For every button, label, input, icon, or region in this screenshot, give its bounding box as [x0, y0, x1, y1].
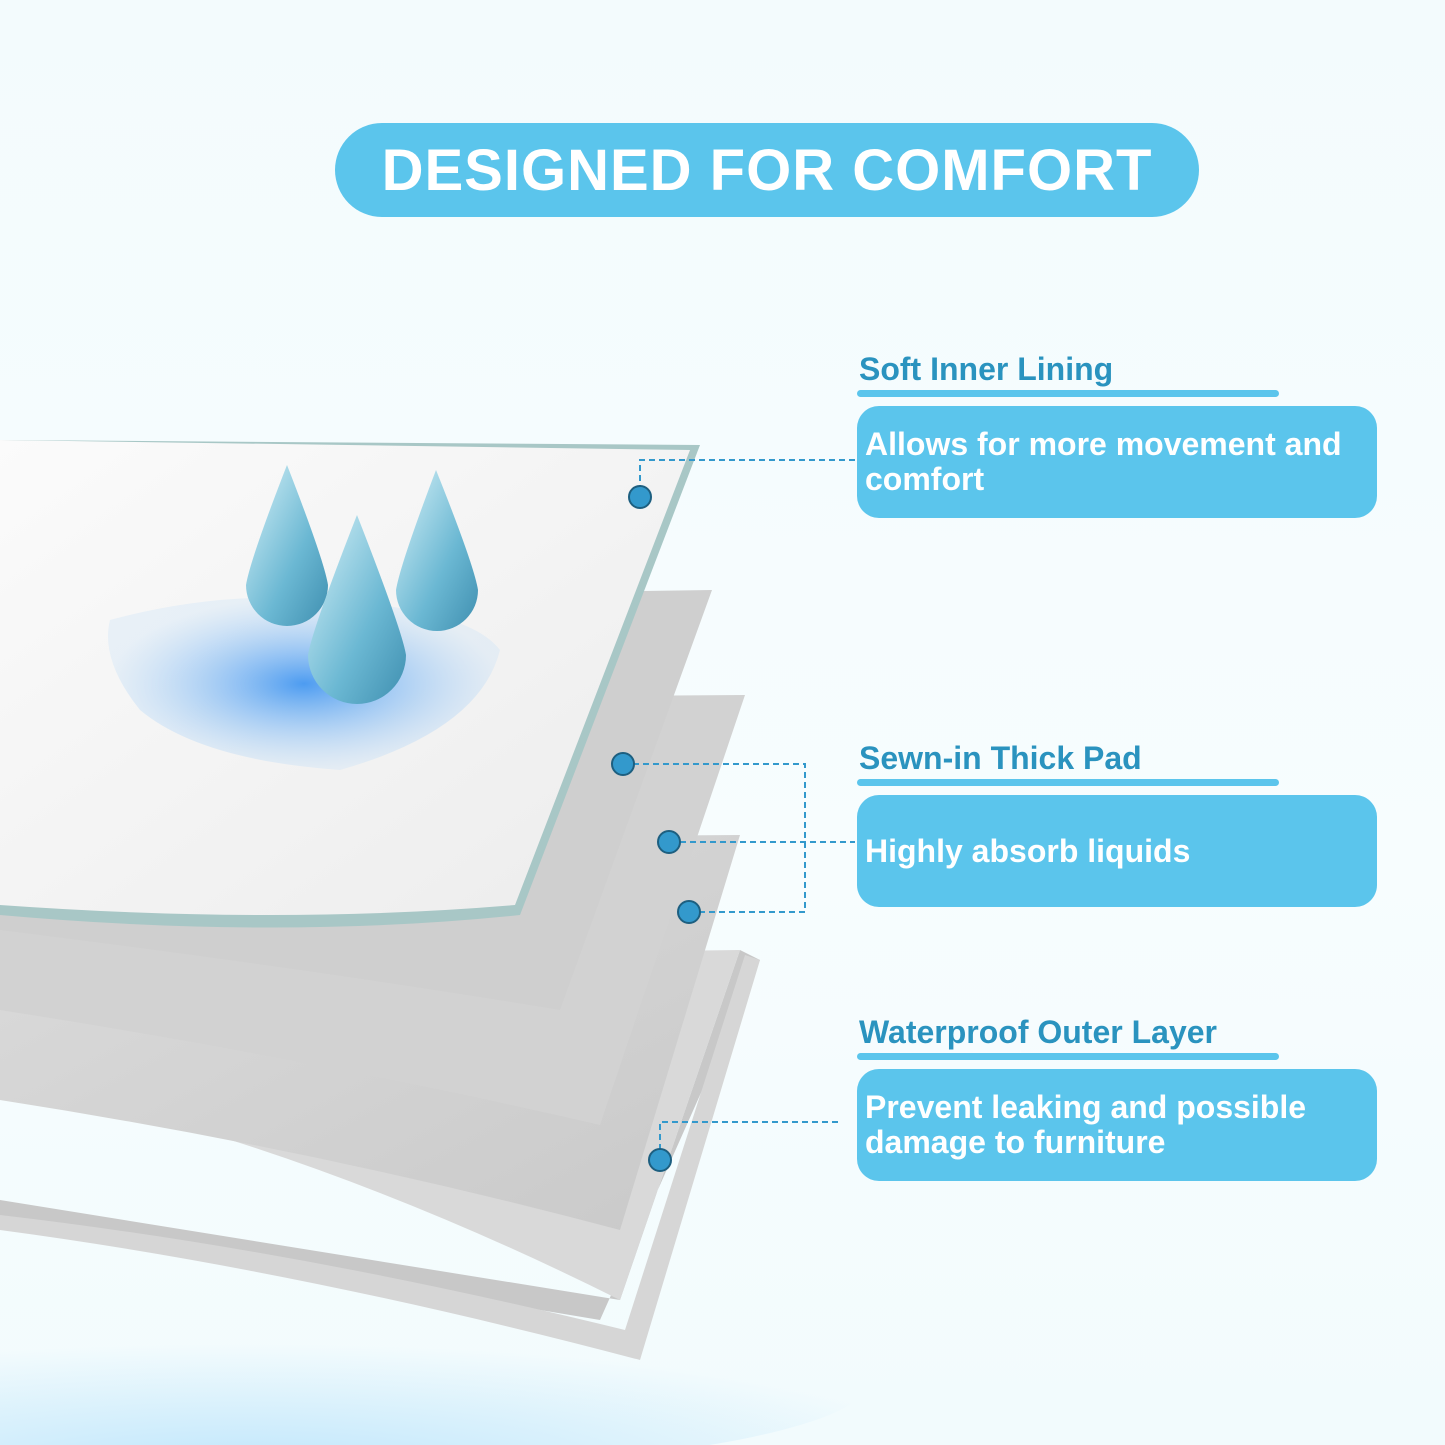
- feature-sewn-in-thick-pad: Sewn-in Thick Pad Highly absorb liquids: [857, 739, 1377, 907]
- water-drops-icon: [246, 465, 478, 704]
- title-banner: DESIGNED FOR COMFORT: [335, 123, 1199, 217]
- feature-waterproof-outer-layer: Waterproof Outer Layer Prevent leaking a…: [857, 1013, 1377, 1181]
- marker-dot: [657, 830, 681, 854]
- glow: [0, 1290, 870, 1445]
- feature-soft-inner-lining: Soft Inner Lining Allows for more moveme…: [857, 350, 1377, 518]
- marker-dot: [677, 900, 701, 924]
- feature-description: Allows for more movement and comfort: [857, 406, 1377, 518]
- feature-description: Highly absorb liquids: [857, 795, 1377, 907]
- marker-dot: [628, 485, 652, 509]
- page-title: DESIGNED FOR COMFORT: [381, 137, 1153, 203]
- divider: [857, 779, 1279, 786]
- marker-dot: [611, 752, 635, 776]
- connector-lines: [623, 459, 855, 1155]
- feature-label: Sewn-in Thick Pad: [859, 740, 1142, 776]
- divider: [857, 1053, 1279, 1060]
- feature-label: Waterproof Outer Layer: [859, 1014, 1217, 1050]
- feature-label: Soft Inner Lining: [859, 351, 1114, 387]
- marker-dot: [648, 1148, 672, 1172]
- divider: [857, 390, 1279, 397]
- feature-description: Prevent leaking and possible damage to f…: [857, 1069, 1377, 1181]
